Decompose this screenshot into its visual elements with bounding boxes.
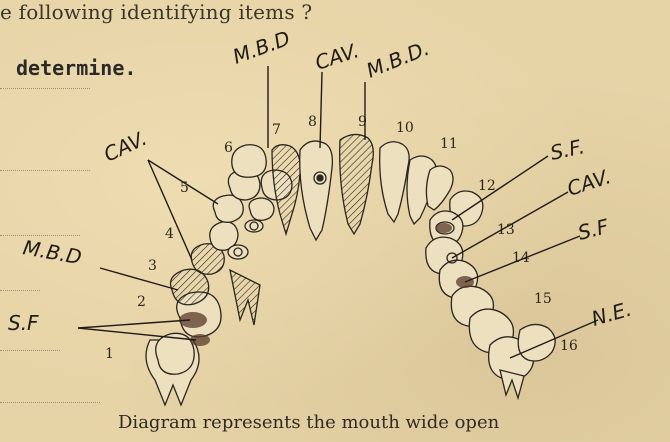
annotation-mbd: M.B.D.: [363, 36, 433, 83]
tooth-number: 6: [224, 140, 233, 156]
diagram-caption: Diagram represents the mouth wide open: [118, 412, 578, 433]
teeth-front: [272, 134, 453, 240]
annotation-cav: CAV.: [100, 126, 150, 167]
tooth-number: 2: [137, 294, 146, 310]
annotation-cav: CAV.: [312, 38, 362, 75]
annotation-cav: CAV.: [564, 164, 614, 201]
pointer-lines: [78, 66, 598, 358]
tooth-number: 15: [534, 291, 552, 307]
annotation-sf: S.F: [575, 214, 611, 245]
annotation-sf: S.F.: [548, 134, 587, 165]
tooth-number: 12: [478, 178, 496, 194]
annotation-mbd: M.B.D: [21, 235, 83, 269]
annotation-ne: N.E.: [589, 297, 634, 331]
annotation-mbd: M.B.D: [230, 26, 294, 69]
tooth-number: 10: [396, 120, 414, 136]
tooth-number: 16: [560, 338, 578, 354]
teeth-left: [146, 145, 292, 405]
tooth-number: 8: [308, 114, 317, 130]
tooth-number: 11: [440, 136, 458, 152]
tooth-number: 1: [105, 346, 114, 362]
annotation-sf: S.F: [8, 311, 39, 335]
tooth-number: 7: [272, 122, 281, 138]
tooth-number: 14: [512, 250, 530, 266]
tooth-number: 4: [165, 226, 174, 242]
tooth-number: 3: [148, 258, 157, 274]
